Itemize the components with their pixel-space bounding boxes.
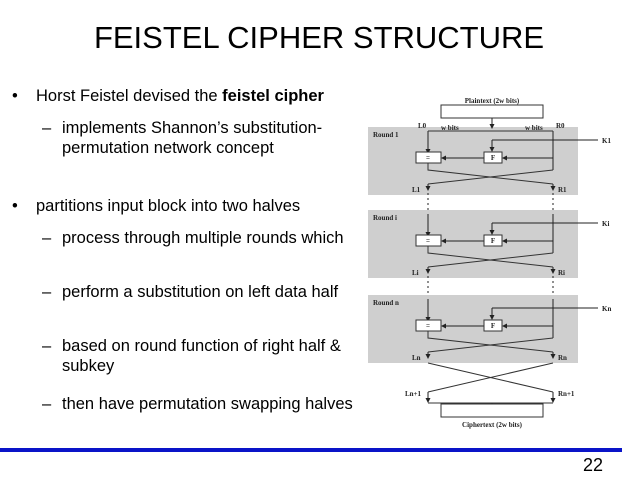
sub-bullet-text: then have permutation swapping halves [62,395,353,413]
round-label: Round n [373,299,399,307]
slide-title: FEISTEL CIPHER STRUCTURE [93,20,545,55]
f-box [483,234,503,247]
xor-symbol: = [426,322,430,330]
xor-symbol: = [426,237,430,245]
ciphertext-label: Ciphertext (2w bits) [462,421,523,429]
round-label: Round i [373,214,397,222]
l0-label: L0 [418,122,427,130]
w-bits-left: w bits [441,124,459,132]
subkey-label: K1 [602,137,611,145]
f-box [483,151,503,164]
bullet-text: partitions input block into two halves [36,197,301,215]
bullet-icon: • [12,197,18,215]
plaintext-box [440,104,544,119]
subkey-label: Ki [602,220,609,228]
f-box [483,319,503,332]
bullet-text: Horst Feistel devised the [36,87,223,105]
bullet-bold-text: feistel cipher [222,87,324,105]
sub-bullet-text: process through multiple rounds which [62,229,344,247]
round-label: Round 1 [373,131,399,139]
r-label: R1 [558,186,567,194]
xor-symbol: = [426,154,430,162]
l-label: Li [412,269,419,277]
f-symbol: F [491,237,495,245]
f-symbol: F [491,322,495,330]
sub-bullet-text: based on round function of right half & … [62,337,341,375]
ciphertext-box [440,403,544,418]
round-box [368,295,578,363]
sub-bullet-text: perform a substitution on left data half [62,283,339,301]
l-final-label: Ln+1 [405,390,422,398]
round-box [368,210,578,278]
r-label: Rn [558,354,567,362]
footer-rule [0,448,622,452]
l-label: Ln [412,354,421,362]
r-final-label: Rn+1 [558,390,575,398]
r-label: Ri [558,269,565,277]
sub-bullet-text: implements Shannon’s substitution-permut… [62,119,323,157]
f-symbol: F [491,154,495,162]
page-number: 22 [583,455,604,475]
round-box [368,127,578,195]
bullet-icon: • [12,87,18,105]
plaintext-label: Plaintext (2w bits) [465,97,520,105]
l-label: L1 [412,186,421,194]
subkey-label: Kn [602,305,611,313]
r0-label: R0 [556,122,565,130]
w-bits-right: w bits [525,124,543,132]
